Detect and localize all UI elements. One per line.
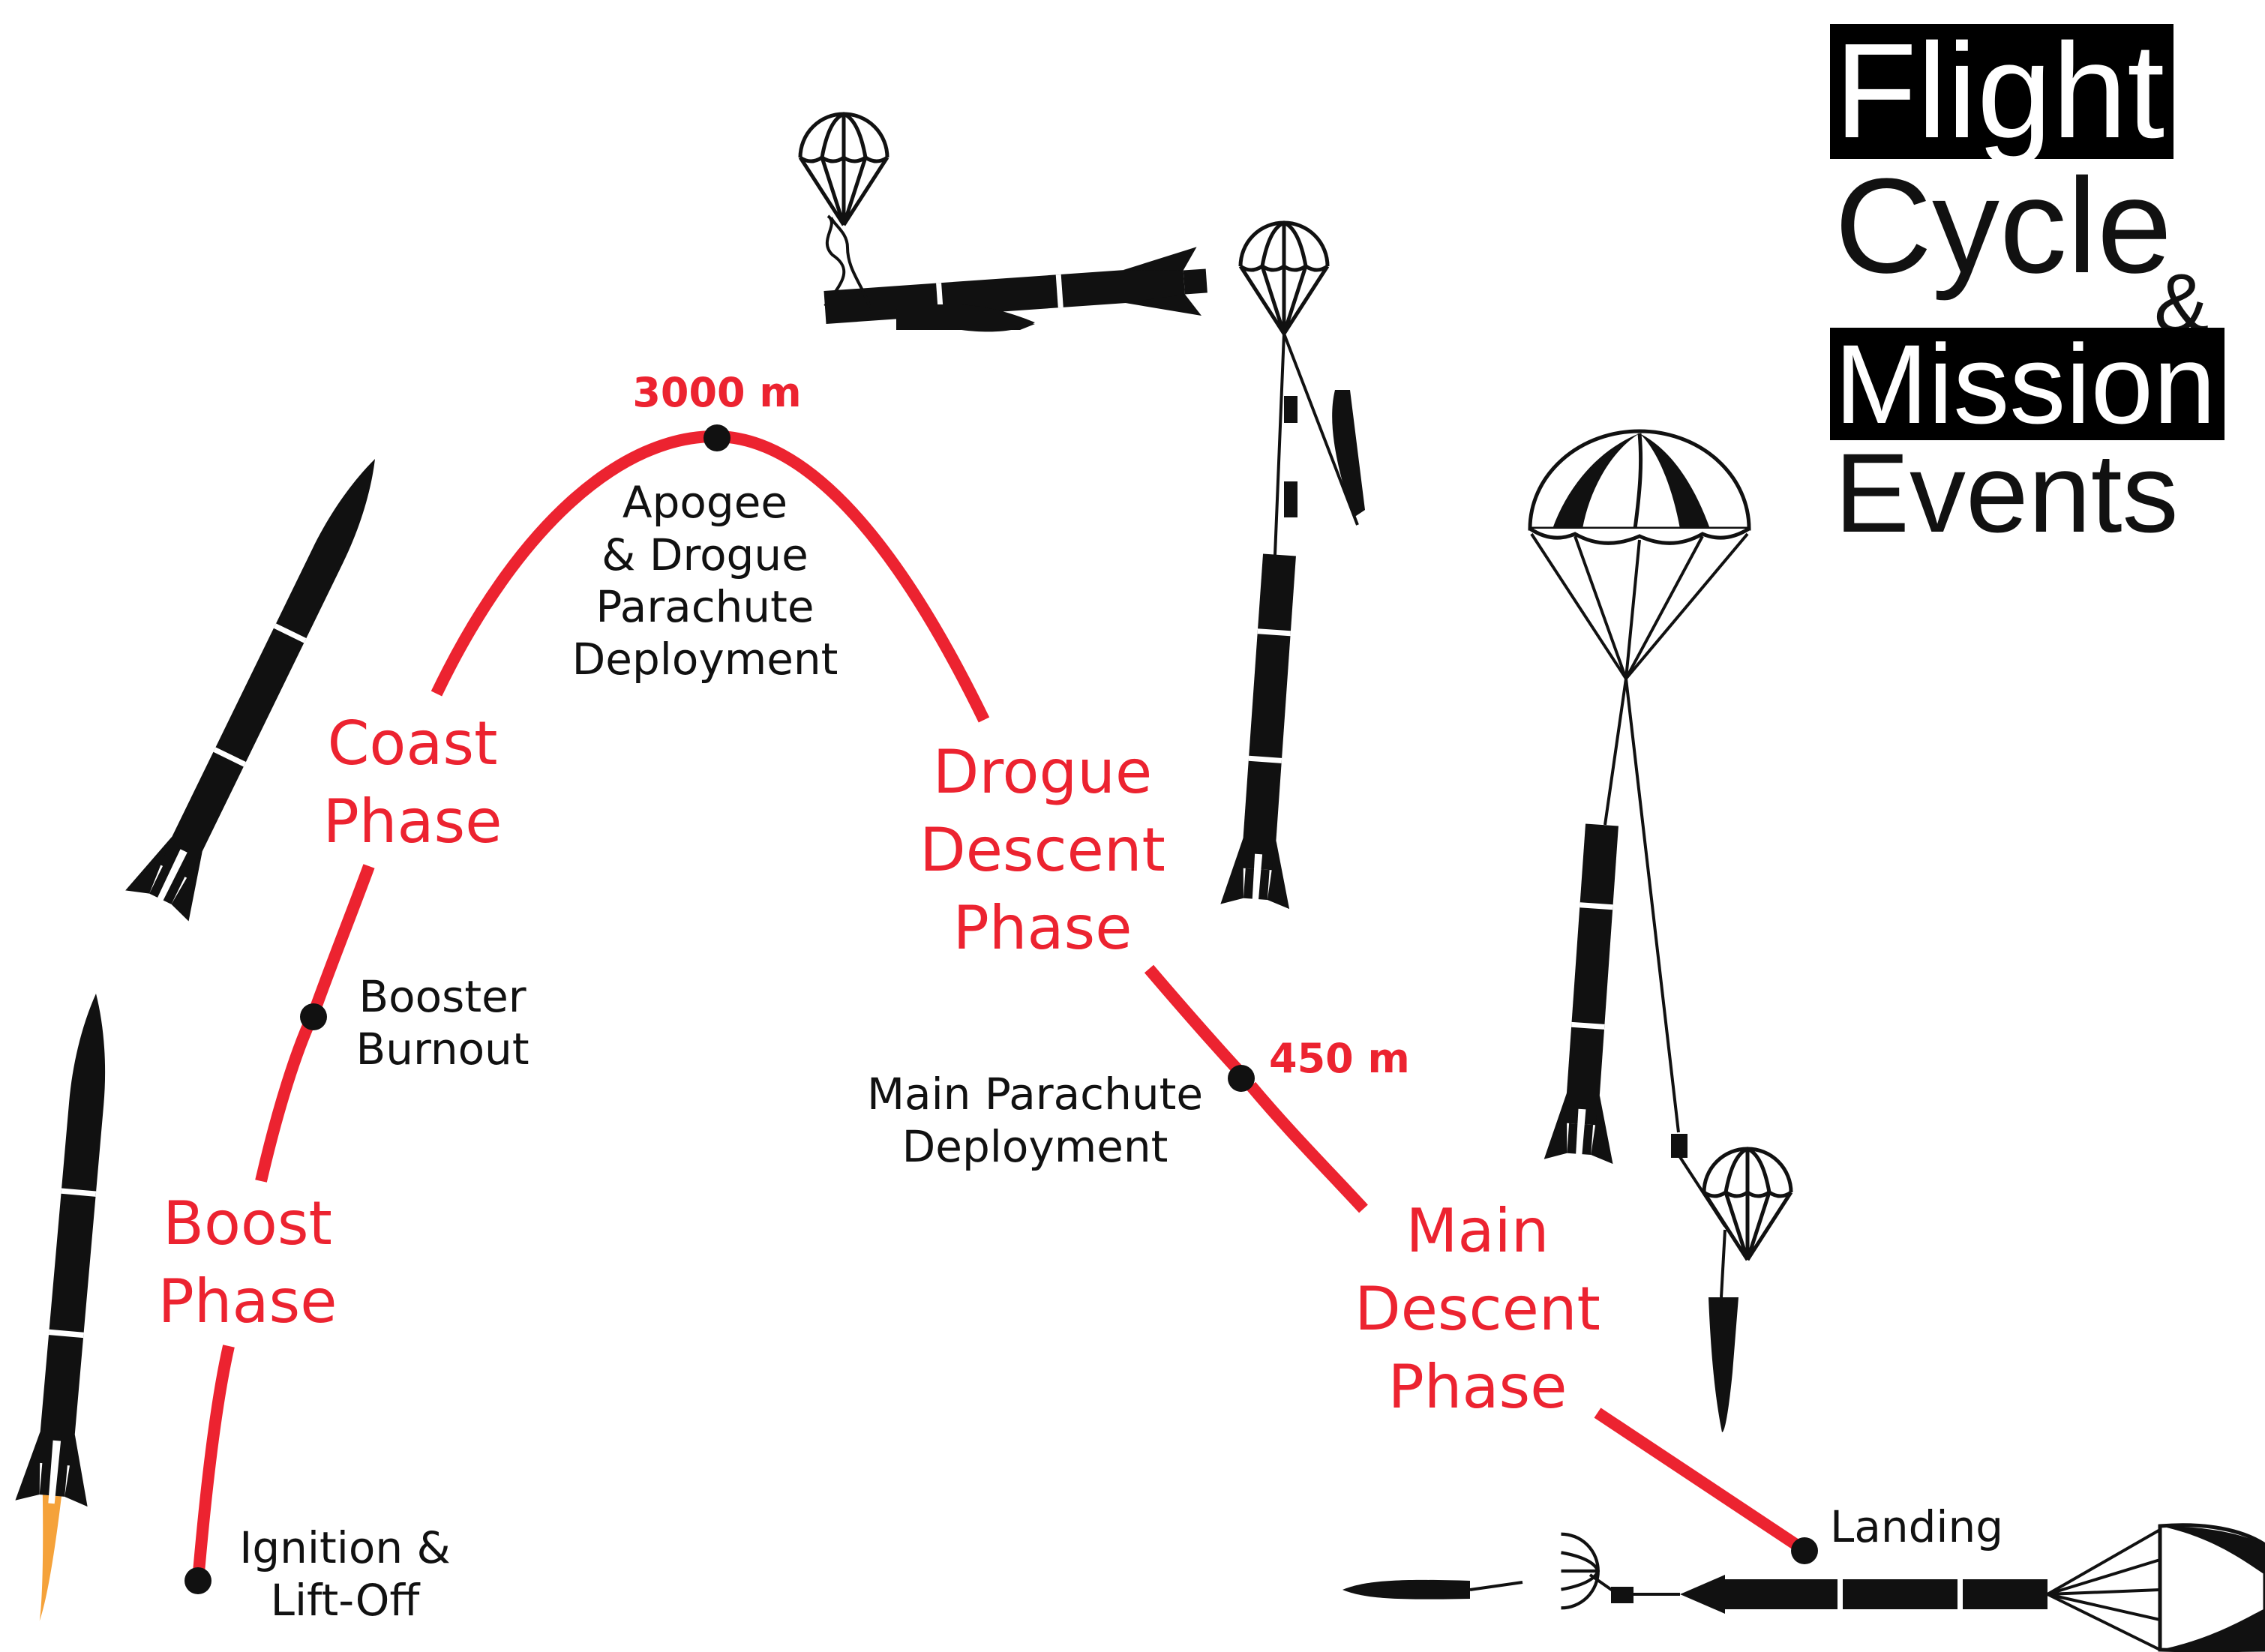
rocket-main-descent-icon — [1528, 429, 1791, 1432]
rocket-landed-icon — [1342, 1523, 2265, 1652]
altitude-label-apogee: 3000 m — [632, 369, 802, 416]
apogee-marker — [704, 424, 730, 451]
title-line-events: Events — [1834, 430, 2179, 556]
trajectory-main-descent-upper-segment — [1246, 1081, 1368, 1213]
landing-marker — [1791, 1537, 1818, 1564]
event-markers — [184, 424, 1818, 1594]
phase-label-coast: Coast Phase — [322, 709, 502, 856]
title-line-mission: Mission — [1830, 328, 2225, 440]
main-parachute-icon — [1528, 429, 1751, 1298]
phase-label-drogue-descent: Drogue Descent Phase — [920, 737, 1166, 963]
altitude-label-main-deploy: 450 m — [1269, 1035, 1410, 1082]
phase-label-main-descent: Main Descent Phase — [1354, 1196, 1600, 1422]
event-label-landing: Landing — [1830, 1501, 2004, 1552]
trajectory-coast-segment — [308, 864, 375, 1016]
event-label-burnout: Booster Burnout — [356, 971, 530, 1075]
title-line-flight: Flight — [1830, 24, 2174, 159]
rocket-liftoff-icon — [15, 990, 133, 1621]
event-label-ignition: Ignition & Lift-Off — [239, 1522, 451, 1626]
trajectory-main-descent-lower-segment — [1594, 1408, 1807, 1555]
burnout-marker — [300, 1003, 327, 1030]
rocket-apogee-separation-icon — [800, 114, 1208, 332]
event-label-main-deploy: Main Parachute Deployment — [866, 1069, 1204, 1172]
ignition-marker — [184, 1567, 212, 1594]
phase-label-boost: Boost Phase — [158, 1189, 338, 1336]
main-deploy-marker — [1228, 1065, 1255, 1092]
title-line-cycle: Cycle — [1834, 151, 2173, 301]
event-label-apogee: Apogee & Drogue Parachute Deployment — [572, 477, 838, 685]
trajectory-drogue-descent-segment — [1144, 964, 1250, 1082]
trajectory-boost-segment — [192, 1345, 235, 1582]
trajectory-boost-burnout-segment — [255, 1011, 320, 1183]
rocket-drogue-descent-icon — [1220, 223, 1365, 910]
